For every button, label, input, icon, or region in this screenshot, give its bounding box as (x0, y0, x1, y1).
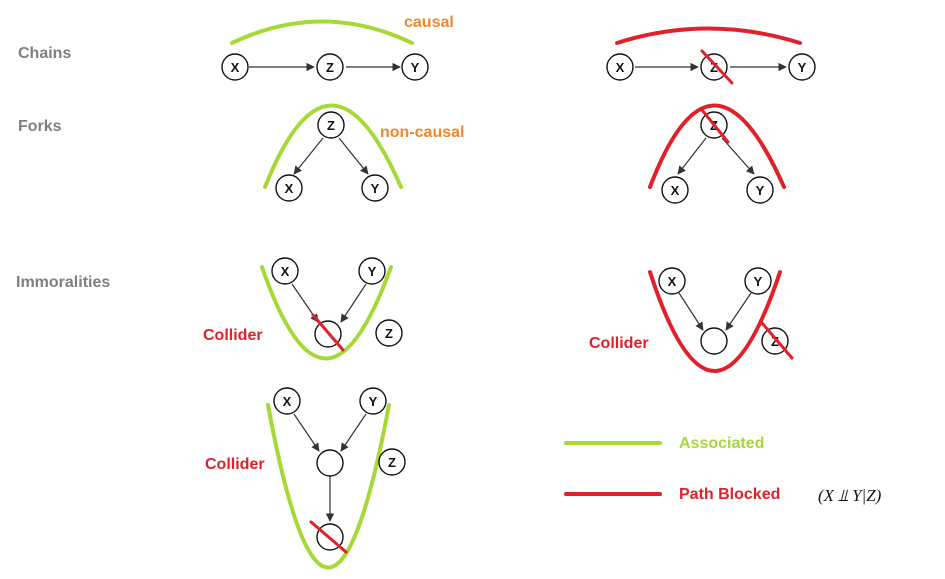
node-y-label: Y (756, 183, 765, 198)
collider-annotation: Collider (205, 456, 265, 473)
node-x (658, 267, 686, 295)
edge-z-x (293, 137, 324, 175)
node-y-label: Y (369, 394, 378, 409)
collider-node (700, 327, 728, 355)
node-x-label: X (668, 274, 677, 289)
edge-x-collider (678, 292, 704, 331)
blocked-path-immorality (648, 270, 782, 373)
node-x (273, 387, 301, 415)
node-z (700, 53, 728, 81)
node-y-label: Y (371, 181, 380, 196)
collider-annotation: Collider (203, 327, 263, 344)
node-x-label: X (281, 264, 290, 279)
edge-y-collider (725, 292, 752, 331)
immorality-blocked: X Y Z (648, 267, 794, 373)
non-causal-annotation: non-causal (380, 124, 464, 141)
immorality-conditioned-collider: X Y Z (260, 257, 403, 361)
node-y (788, 53, 816, 81)
blocked-path-fork (648, 103, 786, 189)
association-path-descendant (266, 403, 391, 570)
node-y-label: Y (754, 274, 763, 289)
node-x-label: X (231, 60, 240, 75)
node-y (746, 176, 774, 204)
block-slash (700, 108, 730, 144)
node-z (316, 53, 344, 81)
collider-node (316, 449, 344, 477)
node-z-label: Z (385, 326, 393, 341)
association-path-chain (230, 19, 414, 45)
node-z (317, 111, 345, 139)
node-z-label: Z (388, 455, 396, 470)
row-label-forks: Forks (18, 118, 62, 135)
edge-z-x (677, 137, 707, 175)
node-y (744, 267, 772, 295)
node-z-label: Z (327, 118, 335, 133)
edge-z-y (721, 137, 755, 175)
immorality-descendant: X Y Z (266, 387, 406, 570)
block-slash (309, 520, 348, 554)
node-z-label: Z (326, 60, 334, 75)
blocked-path-chain (615, 26, 802, 45)
chain-associated: X Z Y (221, 19, 429, 81)
node-y (361, 174, 389, 202)
node-x-label: X (671, 183, 680, 198)
node-x (275, 174, 303, 202)
node-x-label: X (283, 394, 292, 409)
block-slash (311, 313, 345, 352)
edge-y-collider (340, 283, 367, 323)
block-slash (760, 321, 794, 360)
association-path-fork (263, 103, 403, 189)
node-y (359, 387, 387, 415)
association-path-immorality (260, 265, 393, 361)
node-z-label: Z (710, 60, 718, 75)
node-z (378, 448, 406, 476)
node-x (221, 53, 249, 81)
node-y (401, 53, 429, 81)
row-label-immoralities: Immoralities (16, 274, 110, 291)
node-x (661, 176, 689, 204)
node-x (271, 257, 299, 285)
row-label-chains: Chains (18, 45, 71, 62)
fork-blocked: Z X Y (648, 103, 786, 204)
node-y (358, 257, 386, 285)
edge-z-y (338, 137, 369, 175)
legend-associated-label: Associated (679, 435, 764, 452)
independence-formula: (X ⫫ Y|Z) (818, 486, 882, 505)
node-x (606, 53, 634, 81)
chain-blocked: X Z Y (606, 26, 816, 85)
causal-annotation: causal (404, 14, 454, 31)
legend-blocked-label: Path Blocked (679, 486, 780, 503)
collider-annotation: Collider (589, 335, 649, 352)
node-y-label: Y (798, 60, 807, 75)
node-z-label: Z (771, 334, 779, 349)
node-y-label: Y (368, 264, 377, 279)
node-z (375, 319, 403, 347)
legend: Associated Path Blocked (X ⫫ Y|Z) (564, 435, 882, 505)
node-x-label: X (285, 181, 294, 196)
fork-associated: Z X Y (263, 103, 403, 202)
node-y-label: Y (411, 60, 420, 75)
edge-y-collider (340, 413, 367, 452)
block-slash (700, 49, 734, 85)
edge-x-collider (293, 413, 320, 452)
node-x-label: X (616, 60, 625, 75)
